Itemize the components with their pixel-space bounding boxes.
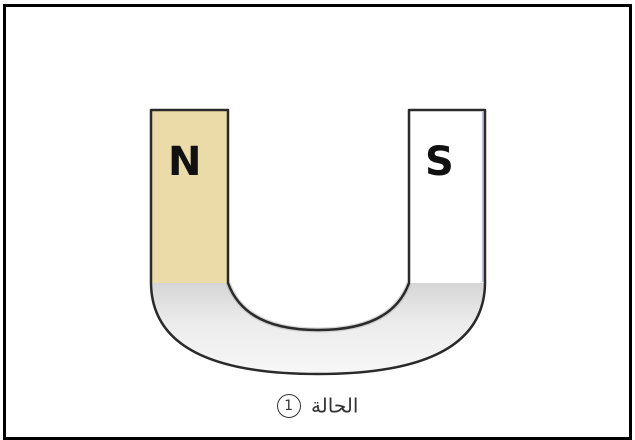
caption-number-badge: 1 [276, 393, 301, 418]
caption-text: الحالة [310, 393, 359, 418]
north-pole-arm [151, 110, 228, 283]
figure-caption: الحالة 1 [0, 392, 635, 418]
magnet-outline [149, 108, 487, 376]
south-pole-label: S [425, 139, 454, 185]
magnet-bend [151, 283, 485, 374]
south-pole-arm [409, 110, 485, 283]
north-pole-label: N [168, 139, 201, 185]
